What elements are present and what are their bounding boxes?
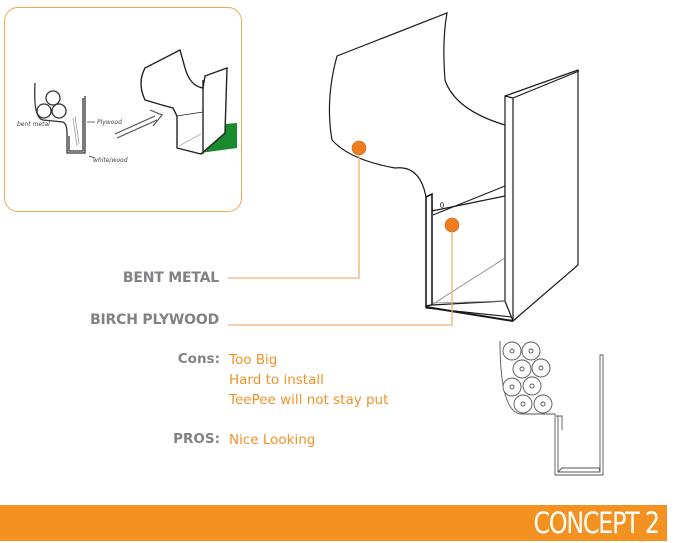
leader-line-birch-plywood [228, 228, 453, 326]
pros-label: PROS: [173, 431, 220, 447]
leader-line-bent-metal [228, 149, 360, 279]
cons-label: Cons: [177, 351, 220, 367]
concept-sketch-panel: bent metal Plywood white/wood [4, 7, 242, 212]
birch-plywood-box [425, 69, 580, 323]
concept-banner: CONCEPT 2 [0, 505, 667, 541]
cons-list: Too Big Hard to install TeePee will not … [229, 350, 388, 410]
sketch-annotation-white-wood: white/wood [93, 157, 128, 164]
sketch-annotation-plywood: Plywood [97, 119, 122, 126]
arrow-icon [114, 109, 163, 139]
cross-section-diagram [499, 340, 604, 476]
callout-label-birch-plywood: BIRCH PLYWOOD [90, 312, 219, 328]
sketch-profile [34, 82, 96, 159]
cons-item: Hard to install [229, 372, 324, 388]
concept-title: CONCEPT 2 [533, 506, 660, 540]
callout-dot-bent-metal [351, 140, 367, 156]
callout-label-bent-metal: BENT METAL [122, 270, 219, 286]
cons-item: TeePee will not stay put [229, 392, 389, 408]
sketch-holder-3d [140, 48, 228, 155]
callout-leaders [228, 149, 453, 326]
hand-sketch: bent metal Plywood white/wood [17, 48, 237, 164]
cons-item: Too Big [229, 352, 278, 368]
callout-dot-birch-plywood [444, 217, 460, 233]
sketch-annotation-bent-metal: bent metal [17, 121, 50, 128]
bent-metal-sheet [328, 12, 506, 212]
pros-item: Nice Looking [229, 432, 316, 448]
pros-list: Nice Looking [229, 430, 315, 450]
